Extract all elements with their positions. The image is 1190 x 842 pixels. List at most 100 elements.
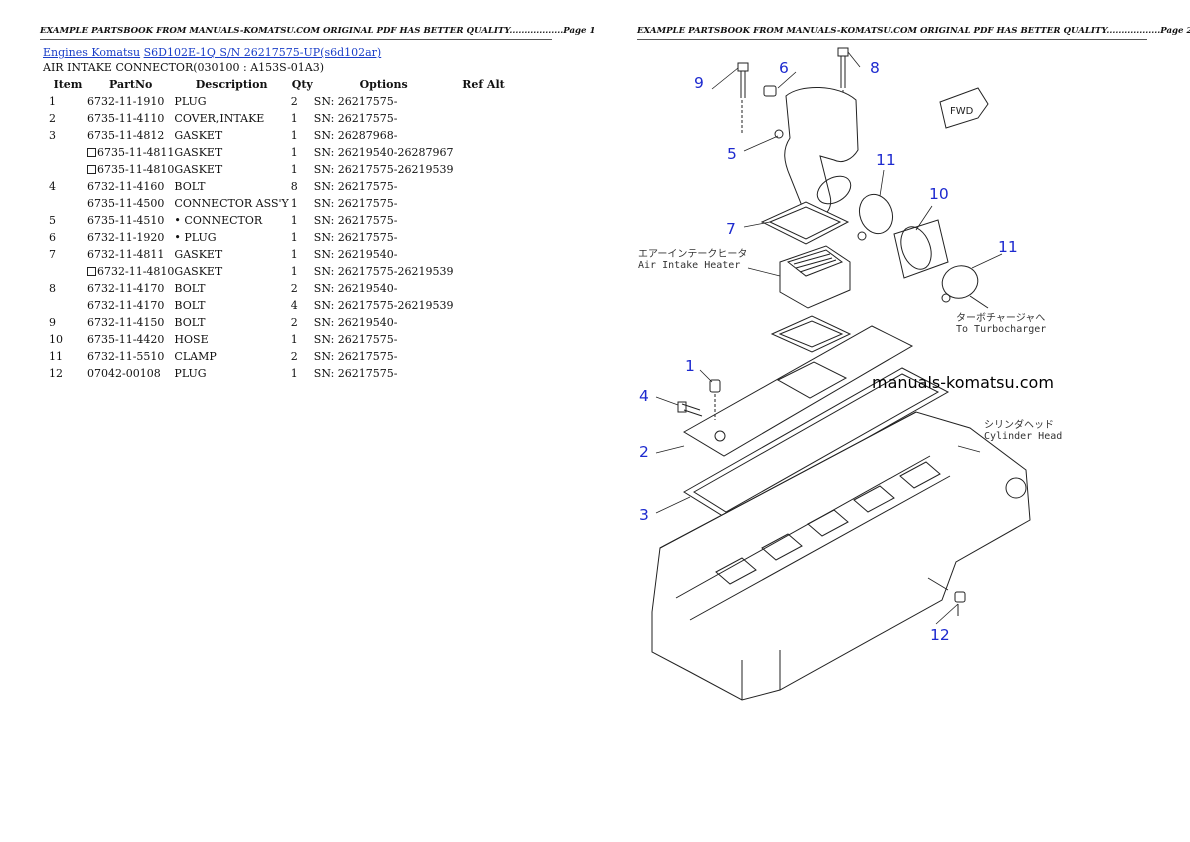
cell-qty: 1 bbox=[290, 231, 298, 244]
callout-12: 12 bbox=[930, 626, 950, 644]
plug-1-icon bbox=[709, 379, 721, 420]
breadcrumb: Engines Komatsu S6D102E-1Q S/N 26217575-… bbox=[43, 46, 381, 59]
cell-partno: 6735-11-4420 bbox=[87, 333, 165, 346]
cell-item bbox=[40, 263, 87, 280]
cell-item: 2 bbox=[49, 112, 56, 125]
cell-description: HOSE bbox=[174, 333, 209, 346]
clamp-11-upper-icon bbox=[857, 193, 894, 241]
cell-qty: 1 bbox=[290, 333, 298, 346]
plug-6-icon bbox=[763, 85, 777, 97]
cell-qty: 1 bbox=[290, 214, 298, 227]
callout-5: 5 bbox=[727, 145, 737, 163]
cell-options: SN: 26219540- bbox=[313, 282, 398, 295]
cell-description: PLUG bbox=[174, 367, 207, 380]
col-options: Options bbox=[359, 78, 408, 91]
cell-item: 7 bbox=[49, 248, 56, 261]
cell-options: SN: 26217575-26219539 bbox=[313, 299, 454, 312]
col-item: Item bbox=[53, 78, 83, 91]
cell-qty: 1 bbox=[290, 248, 298, 261]
cell-qty: 1 bbox=[290, 129, 298, 142]
cell-refalt bbox=[453, 161, 513, 178]
table-row: 10 6735-11-4420 HOSE 1 SN: 26217575- bbox=[40, 331, 513, 348]
callout-10: 10 bbox=[929, 185, 949, 203]
cell-partno: 6732-11-4811 bbox=[87, 248, 165, 261]
cell-refalt bbox=[453, 297, 513, 314]
cell-item: 12 bbox=[49, 367, 63, 380]
cylinder-head-label: シリンダヘッド Cylinder Head bbox=[984, 420, 1062, 442]
cell-description: CONNECTOR ASS'Y bbox=[174, 197, 289, 210]
callout-11-upper: 11 bbox=[876, 151, 896, 169]
cell-description: BOLT bbox=[174, 282, 206, 295]
cell-qty: 1 bbox=[290, 163, 298, 176]
parts-table-header: Item PartNo Description Qty Options Ref … bbox=[40, 76, 513, 93]
breadcrumb-link-engines[interactable]: Engines Komatsu bbox=[43, 46, 141, 59]
cell-options: SN: 26219540-26287967 bbox=[313, 146, 454, 159]
cell-partno: 6735-11-4810 bbox=[87, 161, 174, 178]
turbocharger-label: ターボチャージャへ To Turbocharger bbox=[956, 313, 1046, 335]
cell-partno: 6735-11-4110 bbox=[87, 112, 165, 125]
cell-item: 10 bbox=[49, 333, 63, 346]
connector-5-icon bbox=[774, 86, 859, 219]
cell-description: PLUG bbox=[174, 95, 207, 108]
cell-refalt bbox=[453, 127, 513, 144]
cell-refalt bbox=[453, 110, 513, 127]
cell-description: GASKET bbox=[174, 265, 223, 278]
cell-qty: 1 bbox=[290, 146, 298, 159]
cell-refalt bbox=[453, 348, 513, 365]
alternate-part-checkbox-icon bbox=[87, 148, 96, 157]
cell-description: • PLUG bbox=[174, 231, 217, 244]
cell-options: SN: 26287968- bbox=[313, 129, 398, 142]
bolt-9-icon bbox=[737, 62, 749, 134]
cell-refalt bbox=[453, 331, 513, 348]
cell-partno: 6732-11-4810 bbox=[87, 263, 174, 280]
air-intake-heater-label: エアーインテークヒータ Air Intake Heater bbox=[638, 249, 747, 271]
cell-options: SN: 26217575- bbox=[313, 180, 398, 193]
cell-options: SN: 26219540- bbox=[313, 248, 398, 261]
cover-intake-2-icon bbox=[683, 325, 914, 457]
callout-2: 2 bbox=[639, 443, 649, 461]
air-intake-heater-label-jp: エアーインテークヒータ bbox=[638, 249, 748, 260]
section-title: AIR INTAKE CONNECTOR(030100 : A153S-01A3… bbox=[43, 61, 325, 74]
partno-text: 6735-11-4810 bbox=[97, 163, 175, 176]
cell-options: SN: 26217575- bbox=[313, 333, 398, 346]
cell-partno: 6732-11-4160 bbox=[87, 180, 165, 193]
callout-1: 1 bbox=[685, 357, 695, 375]
cell-partno: 6735-11-4812 bbox=[87, 129, 165, 142]
breadcrumb-link-model[interactable]: S6D102E-1Q S/N 26217575-UP(s6d102ar) bbox=[143, 46, 382, 59]
cell-item bbox=[40, 297, 87, 314]
cell-partno: 6735-11-4510 bbox=[87, 214, 165, 227]
cell-refalt bbox=[453, 212, 513, 229]
clamp-11-lower-icon bbox=[941, 265, 989, 309]
callout-11-lower: 11 bbox=[998, 238, 1018, 256]
cell-options: SN: 26217575- bbox=[313, 350, 398, 363]
cell-refalt bbox=[453, 93, 513, 110]
cell-description: GASKET bbox=[174, 129, 223, 142]
cell-item: 11 bbox=[49, 350, 63, 363]
cell-description: COVER,INTAKE bbox=[174, 112, 265, 125]
gasket-7-upper-icon bbox=[760, 201, 850, 245]
callout-3: 3 bbox=[639, 506, 649, 524]
cell-refalt bbox=[453, 263, 513, 280]
cell-partno: 6735-11-4811 bbox=[87, 144, 174, 161]
cell-qty: 2 bbox=[290, 282, 298, 295]
cell-options: SN: 26217575- bbox=[313, 214, 398, 227]
alternate-part-checkbox-icon bbox=[87, 267, 96, 276]
cell-item: 6 bbox=[49, 231, 56, 244]
cylinder-head-label-jp: シリンダヘッド bbox=[984, 420, 1054, 431]
cell-partno: 6732-11-4170 bbox=[87, 282, 165, 295]
cell-qty: 2 bbox=[290, 350, 298, 363]
cylinder-head-label-en: Cylinder Head bbox=[984, 431, 1063, 442]
cell-qty: 2 bbox=[290, 316, 298, 329]
hose-10-icon bbox=[893, 219, 949, 279]
cell-qty: 1 bbox=[290, 112, 298, 125]
cell-partno: 6732-11-4150 bbox=[87, 316, 165, 329]
